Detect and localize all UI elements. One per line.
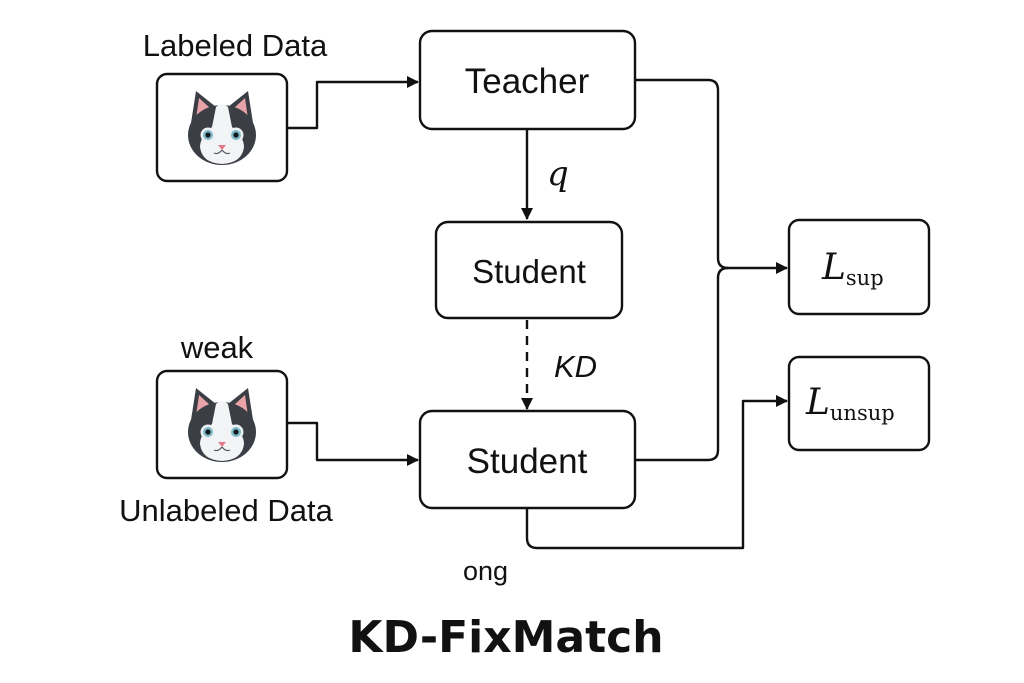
loss-unsup-subscript: unsup [830,401,895,425]
unlabeled-to-student-arrow [287,421,419,466]
loss-sup-subscript: sup [846,266,884,290]
loss-sup-box [787,218,931,316]
q-label: q [547,154,569,194]
weak-label: weak [180,330,254,365]
teacher-to-sup-line [635,78,729,270]
loss-sup-symbol: L [821,247,846,288]
strong-label: ong [463,556,508,586]
student-top-label: Student [472,253,586,290]
student-top-box [434,220,624,320]
loss-sup-label: Lsup [821,247,884,290]
student-to-sup-line [635,266,729,462]
strong-to-unsup-arrow [525,395,788,550]
kd-label: KD [554,349,597,384]
loss-unsup-symbol: L [805,382,830,423]
labeled-to-teacher-arrow [287,76,419,130]
teacher-label: Teacher [465,62,590,101]
loss-unsup-box [787,355,931,452]
loss-unsup-label: Lunsup [805,382,895,425]
unlabeled-data-label: Unlabeled Data [119,493,333,528]
labeled-data-label: Labeled Data [143,28,328,63]
student-bottom-label: Student [467,442,588,481]
diagram-title: KD-FixMatch [348,612,663,663]
